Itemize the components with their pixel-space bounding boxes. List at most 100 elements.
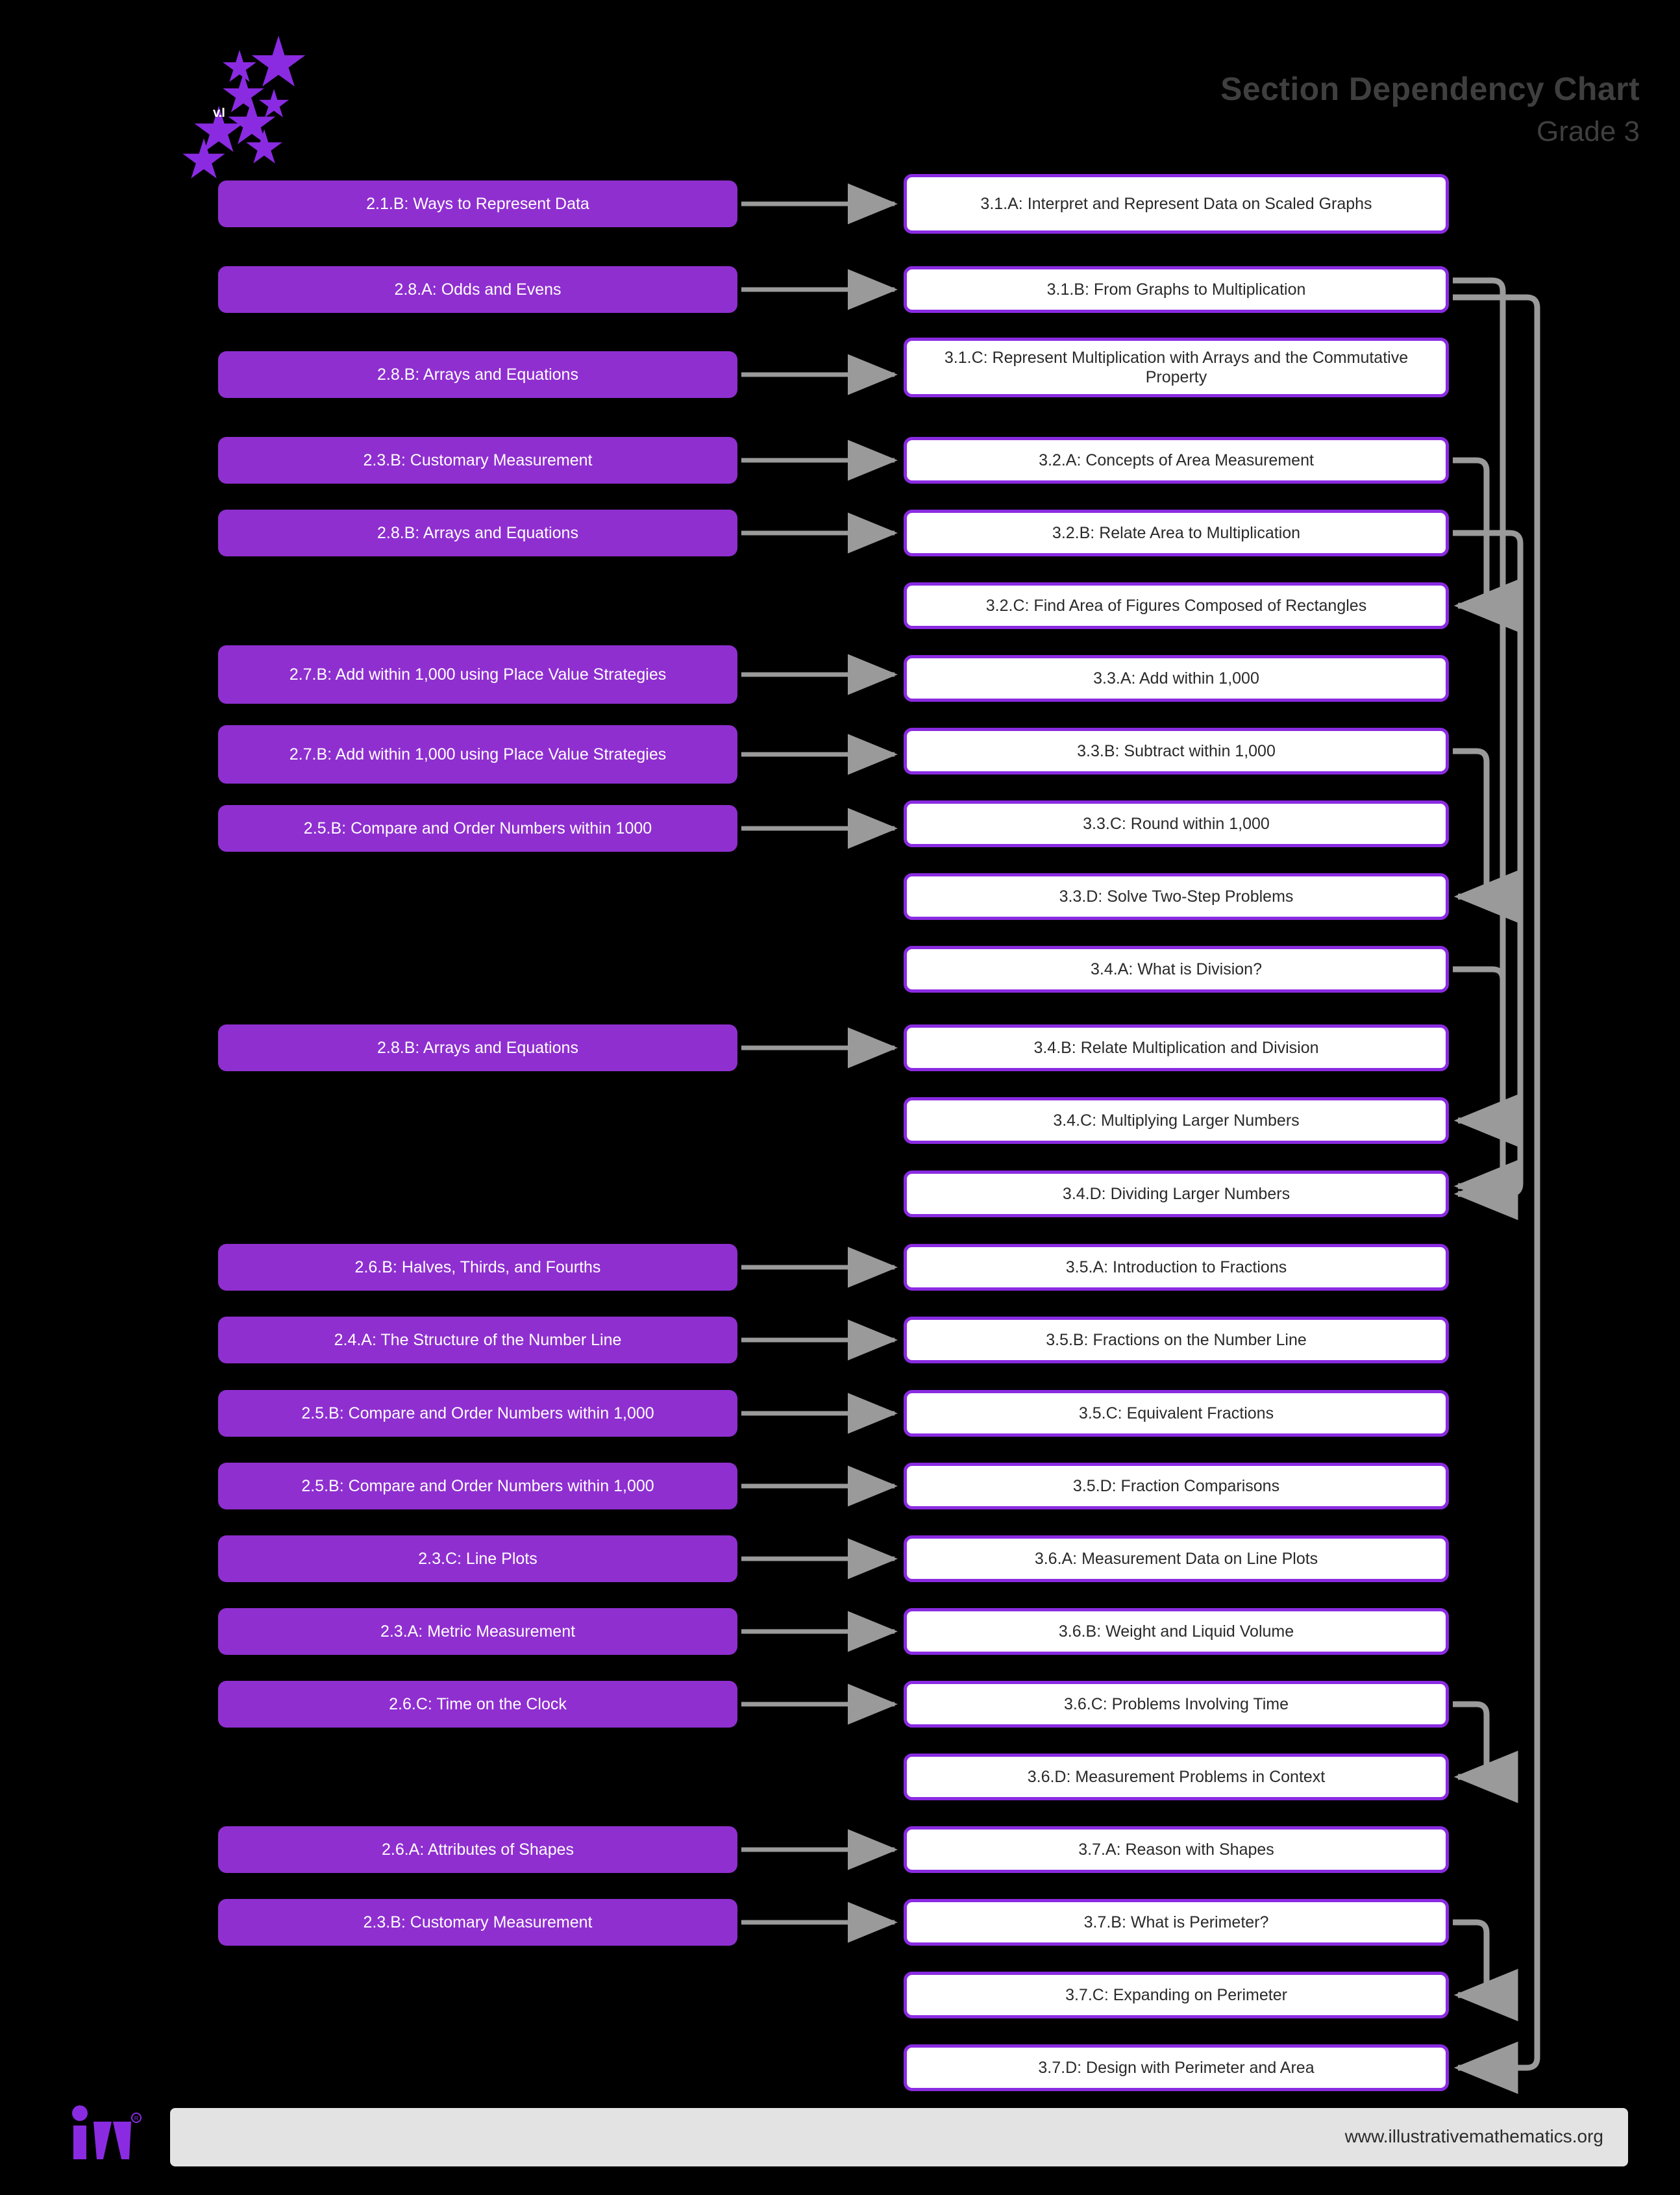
node-label: 2.4.A: The Structure of the Number Line [334, 1330, 622, 1349]
node-label: 2.5.B: Compare and Order Numbers within … [301, 1476, 654, 1495]
section-node[interactable]: 3.6.D: Measurement Problems in Context [904, 1754, 1449, 1800]
node-label: 3.7.A: Reason with Shapes [1078, 1840, 1274, 1859]
section-node[interactable]: 3.4.C: Multiplying Larger Numbers [904, 1097, 1449, 1144]
node-label: 3.3.D: Solve Two-Step Problems [1059, 887, 1294, 906]
node-label: 2.8.B: Arrays and Equations [377, 523, 578, 542]
illustrative-mathematics-logo: R [72, 2105, 142, 2159]
prerequisite-node[interactable]: 2.7.B: Add within 1,000 using Place Valu… [218, 645, 737, 704]
prerequisite-node[interactable]: 2.5.B: Compare and Order Numbers within … [218, 1463, 737, 1509]
section-node[interactable]: 3.4.D: Dividing Larger Numbers [904, 1171, 1449, 1217]
node-label: 3.6.A: Measurement Data on Line Plots [1034, 1549, 1318, 1568]
section-node[interactable]: 3.7.A: Reason with Shapes [904, 1826, 1449, 1873]
prerequisite-node[interactable]: 2.3.B: Customary Measurement [218, 1899, 737, 1946]
prerequisite-node[interactable]: 2.7.B: Add within 1,000 using Place Valu… [218, 725, 737, 784]
node-label: 3.6.C: Problems Involving Time [1064, 1694, 1289, 1713]
section-node[interactable]: 3.1.B: From Graphs to Multiplication [904, 266, 1449, 313]
section-node[interactable]: 3.2.C: Find Area of Figures Composed of … [904, 582, 1449, 629]
node-label: 3.2.A: Concepts of Area Measurement [1039, 451, 1314, 469]
dependency-arrow [1453, 748, 1518, 923]
section-node[interactable]: 3.4.A: What is Division? [904, 946, 1449, 993]
node-label: 2.3.C: Line Plots [418, 1549, 537, 1568]
dependency-arrow [1453, 277, 1518, 1147]
star-icon [251, 36, 306, 87]
node-label: 3.3.C: Round within 1,000 [1083, 814, 1270, 833]
page-title: Section Dependency Chart [1220, 71, 1640, 107]
footer-bar: www.illustrativemathematics.org [170, 2108, 1628, 2166]
node-label: 2.8.A: Odds and Evens [394, 280, 562, 299]
node-label: 2.3.B: Customary Measurement [363, 1913, 593, 1931]
section-node[interactable]: 3.5.A: Introduction to Fractions [904, 1244, 1449, 1291]
node-label: 3.4.C: Multiplying Larger Numbers [1053, 1111, 1300, 1130]
node-label: 3.5.A: Introduction to Fractions [1065, 1258, 1287, 1276]
node-label: 2.8.B: Arrays and Equations [377, 365, 578, 384]
prerequisite-node[interactable]: 2.8.B: Arrays and Equations [218, 510, 737, 556]
node-label: 3.7.C: Expanding on Perimeter [1065, 1985, 1287, 2004]
node-label: 2.6.A: Attributes of Shapes [381, 1840, 574, 1859]
footer-url[interactable]: www.illustrativemathematics.org [1344, 2126, 1603, 2146]
star-icon [246, 129, 282, 164]
prerequisite-node[interactable]: 2.6.C: Time on the Clock [218, 1681, 737, 1728]
prerequisite-node[interactable]: 2.4.A: The Structure of the Number Line [218, 1317, 737, 1363]
section-node[interactable]: 3.3.A: Add within 1,000 [904, 655, 1449, 702]
section-node[interactable]: 3.1.A: Interpret and Represent Data on S… [904, 174, 1449, 234]
section-node[interactable]: 3.6.A: Measurement Data on Line Plots [904, 1535, 1449, 1582]
node-label: 2.6.C: Time on the Clock [389, 1694, 567, 1713]
section-node[interactable]: 3.6.B: Weight and Liquid Volume [904, 1608, 1449, 1655]
dependency-arrow [1453, 530, 1524, 1221]
node-label: 3.5.D: Fraction Comparisons [1072, 1476, 1280, 1495]
node-label: 3.4.B: Relate Multiplication and Divisio… [1033, 1038, 1319, 1057]
node-label: 2.8.B: Arrays and Equations [377, 1038, 578, 1057]
star-icon [258, 89, 290, 118]
node-label: 3.7.D: Design with Perimeter and Area [1038, 2058, 1315, 2077]
prerequisite-node[interactable]: 2.1.B: Ways to Represent Data [218, 180, 737, 227]
version-label: v.I [213, 106, 225, 120]
prerequisite-node[interactable]: 2.3.B: Customary Measurement [218, 437, 737, 484]
section-node[interactable]: 3.7.C: Expanding on Perimeter [904, 1972, 1449, 2018]
node-label: 3.4.D: Dividing Larger Numbers [1062, 1184, 1291, 1203]
star-icon [223, 50, 256, 82]
section-node[interactable]: 3.4.B: Relate Multiplication and Divisio… [904, 1024, 1449, 1071]
prerequisite-node[interactable]: 2.5.B: Compare and Order Numbers within … [218, 1390, 737, 1437]
prerequisite-node[interactable]: 2.5.B: Compare and Order Numbers within … [218, 805, 737, 852]
prerequisite-node[interactable]: 2.8.B: Arrays and Equations [218, 351, 737, 398]
section-node[interactable]: 3.5.C: Equivalent Fractions [904, 1390, 1449, 1437]
node-label: 3.5.C: Equivalent Fractions [1078, 1404, 1274, 1422]
node-label: 2.5.B: Compare and Order Numbers within … [303, 819, 652, 837]
node-label: 2.5.B: Compare and Order Numbers within … [301, 1404, 654, 1422]
section-node[interactable]: 3.2.B: Relate Area to Multiplication [904, 510, 1449, 556]
prerequisite-node[interactable]: 2.3.A: Metric Measurement [218, 1608, 737, 1655]
section-node[interactable]: 3.7.D: Design with Perimeter and Area [904, 2044, 1449, 2091]
section-node[interactable]: 3.5.D: Fraction Comparisons [904, 1463, 1449, 1509]
node-label: 2.1.B: Ways to Represent Data [366, 194, 589, 213]
star-icon [182, 138, 225, 179]
section-node[interactable]: 3.3.C: Round within 1,000 [904, 800, 1449, 847]
dependency-arrow [1453, 1919, 1518, 2022]
node-label: 2.7.B: Add within 1,000 using Place Valu… [289, 665, 667, 684]
node-label: 2.3.A: Metric Measurement [380, 1622, 576, 1641]
section-node[interactable]: 3.2.A: Concepts of Area Measurement [904, 437, 1449, 484]
prerequisite-node[interactable]: 2.8.A: Odds and Evens [218, 266, 737, 313]
prerequisite-node[interactable]: 2.6.A: Attributes of Shapes [218, 1826, 737, 1873]
page-subtitle: Grade 3 [1537, 116, 1640, 147]
section-node[interactable]: 3.6.C: Problems Involving Time [904, 1681, 1449, 1728]
svg-text:R: R [134, 2115, 139, 2122]
section-node[interactable]: 3.3.D: Solve Two-Step Problems [904, 873, 1449, 920]
section-node[interactable]: 3.7.B: What is Perimeter? [904, 1899, 1449, 1946]
node-label: 3.5.B: Fractions on the Number Line [1046, 1330, 1307, 1349]
dependency-arrow [1453, 294, 1540, 2094]
node-label: 3.6.B: Weight and Liquid Volume [1058, 1622, 1294, 1641]
section-node[interactable]: 3.5.B: Fractions on the Number Line [904, 1317, 1449, 1363]
prerequisite-node[interactable]: 2.6.B: Halves, Thirds, and Fourths [218, 1244, 737, 1291]
node-label: 3.2.C: Find Area of Figures Composed of … [985, 596, 1367, 615]
section-node[interactable]: 3.3.B: Subtract within 1,000 [904, 728, 1449, 775]
prerequisite-node[interactable]: 2.8.B: Arrays and Equations [218, 1024, 737, 1071]
node-label: 3.2.B: Relate Area to Multiplication [1052, 523, 1301, 542]
prerequisite-node[interactable]: 2.3.C: Line Plots [218, 1535, 737, 1582]
node-label: 3.7.B: What is Perimeter? [1083, 1913, 1269, 1931]
node-label: 3.1.B: From Graphs to Multiplication [1046, 280, 1306, 299]
node-label: 3.3.A: Add within 1,000 [1093, 669, 1259, 688]
node-label: 2.3.B: Customary Measurement [363, 451, 593, 469]
section-node[interactable]: 3.1.C: Represent Multiplication with Arr… [904, 338, 1449, 397]
dependency-arrow [1453, 457, 1518, 632]
